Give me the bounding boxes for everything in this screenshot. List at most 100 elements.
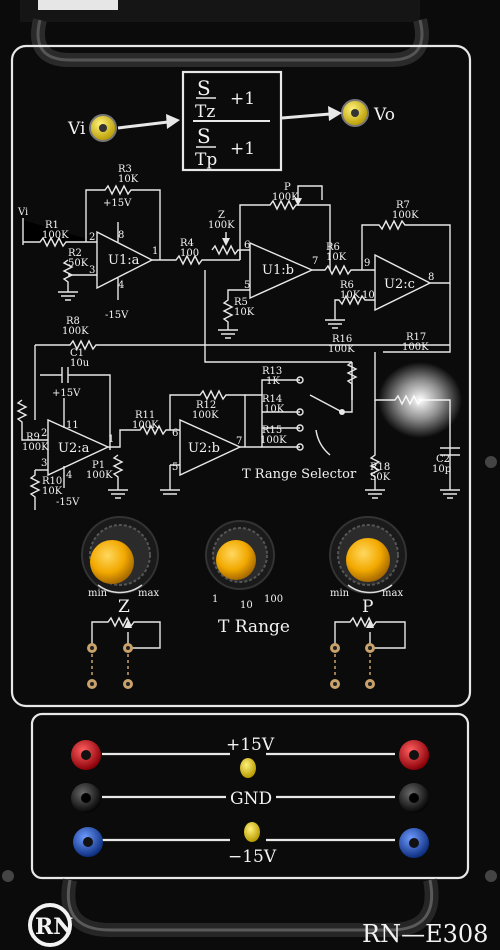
power-panel-border (30, 712, 470, 880)
pin-11-u2a: 11 (66, 420, 79, 431)
screw-right (485, 456, 497, 468)
r1-name: R1 (45, 220, 59, 231)
r2-name: R2 (68, 248, 82, 259)
z-value: 100K (208, 220, 235, 231)
pin-1-u1a: 1 (152, 246, 158, 257)
r11-value: 100K (132, 420, 159, 431)
vi-label: Vi (67, 119, 86, 139)
t-range-selector-label: T Range Selector (242, 467, 357, 482)
pin-5-u1b: 5 (244, 280, 250, 291)
r7-name: R7 (396, 200, 410, 211)
u2a-neg-supply: -15V (56, 497, 80, 508)
r5-value: 10K (234, 307, 255, 318)
t-step-100: 100 (264, 594, 283, 605)
light-glare (378, 362, 462, 438)
z-knob[interactable] (81, 516, 159, 594)
pin-2-u1a: 2 (89, 232, 95, 243)
z-knob-title: Z (118, 597, 130, 617)
u1a-pos-supply: +15V (103, 198, 132, 209)
pos-jack-right[interactable] (399, 740, 429, 770)
u2b-label: U2:b (188, 441, 220, 456)
z-jack-2[interactable] (123, 643, 133, 653)
pin-5-u2b: 5 (172, 462, 178, 473)
den-plus: +1 (230, 139, 255, 159)
t-step-1: 1 (212, 594, 218, 605)
r15-value: 100K (260, 435, 287, 446)
z-jack-1[interactable] (87, 643, 97, 653)
p-jack-1[interactable] (330, 643, 340, 653)
r18-name: R18 (370, 462, 390, 473)
r16-name: R16 (332, 334, 352, 345)
p-jack-3[interactable] (330, 679, 340, 689)
p-jack-4[interactable] (365, 679, 375, 689)
screw-bottom-left (2, 870, 14, 882)
c2-name: C2 (436, 454, 450, 465)
pin-7-u1b: 7 (312, 256, 318, 267)
pin-1-u2a: 1 (108, 434, 114, 445)
u1a-label: U1:a (108, 253, 140, 268)
screw-bottom-right (485, 870, 497, 882)
neg-led (244, 822, 260, 842)
c1-name: C1 (70, 348, 84, 359)
u2a-pos-supply: +15V (52, 388, 81, 399)
num-t: Tz (195, 102, 215, 122)
pin-3-u1a: 3 (89, 265, 95, 276)
u1a-neg-supply: -15V (105, 310, 129, 321)
r6b-value: 10K (340, 290, 361, 301)
r15-name: R15 (262, 425, 282, 436)
z-jack-3[interactable] (87, 679, 97, 689)
p-knob[interactable] (329, 516, 407, 594)
p1-value: 100K (86, 470, 113, 481)
r4-name: R4 (180, 238, 194, 249)
r8-value: 100K (62, 326, 89, 337)
pin-9-u2c: 9 (364, 258, 370, 269)
r17-name: R17 (406, 332, 426, 343)
pin-8-u1a: 8 (118, 230, 124, 241)
t-range-title: T Range (218, 617, 290, 637)
c1-value: 10u (70, 358, 90, 369)
r13-name: R13 (262, 366, 282, 377)
r17-value: 100K (402, 342, 429, 353)
r16-value: 100K (328, 344, 355, 355)
vo-label: Vo (373, 105, 395, 125)
neg-jack-right[interactable] (399, 828, 429, 858)
p-pot-terminals (334, 616, 406, 649)
z-jack-4[interactable] (123, 679, 133, 689)
p1-name: P1 (92, 460, 105, 471)
u1b-label: U1:b (262, 263, 294, 278)
r3-value: 10K (118, 174, 139, 185)
r12-name: R12 (196, 400, 216, 411)
neg-jack-left[interactable] (73, 827, 103, 857)
z-name: Z (218, 210, 225, 221)
r18-value: 50K (370, 472, 391, 483)
r10-name: R10 (42, 476, 62, 487)
schematic-wiring (16, 184, 460, 510)
r14-value: 10K (264, 404, 285, 415)
r8-name: R8 (66, 316, 80, 327)
t-range-knob[interactable] (205, 520, 275, 590)
pos-rail-label: +15V (226, 735, 275, 755)
pin-3-u2a: 3 (41, 458, 47, 469)
neg-rail-label: −15V (228, 847, 277, 867)
z-min-label: min (88, 588, 108, 599)
p-knob-title: P (362, 597, 373, 617)
top-handle (20, 0, 429, 67)
r9-name: R9 (26, 432, 40, 443)
r10-value: 10K (42, 486, 63, 497)
pin-6-u2b: 6 (172, 428, 178, 439)
r6b-name: R6 (340, 280, 354, 291)
den-s: S (197, 124, 211, 148)
p-jack-2[interactable] (365, 643, 375, 653)
pin-4-u2a: 4 (66, 470, 72, 481)
brand-logo (28, 903, 72, 947)
p-min-label: min (330, 588, 350, 599)
z-pot-terminals (91, 616, 161, 649)
r3-name: R3 (118, 164, 132, 175)
r4-value: 100 (180, 248, 199, 259)
gnd-jack-left[interactable] (71, 783, 101, 813)
r1-value: 100K (42, 230, 69, 241)
pin-6-u1b: 6 (244, 240, 250, 251)
r9-value: 100K (22, 442, 49, 453)
gnd-jack-right[interactable] (399, 783, 429, 813)
pos-jack-left[interactable] (71, 740, 101, 770)
